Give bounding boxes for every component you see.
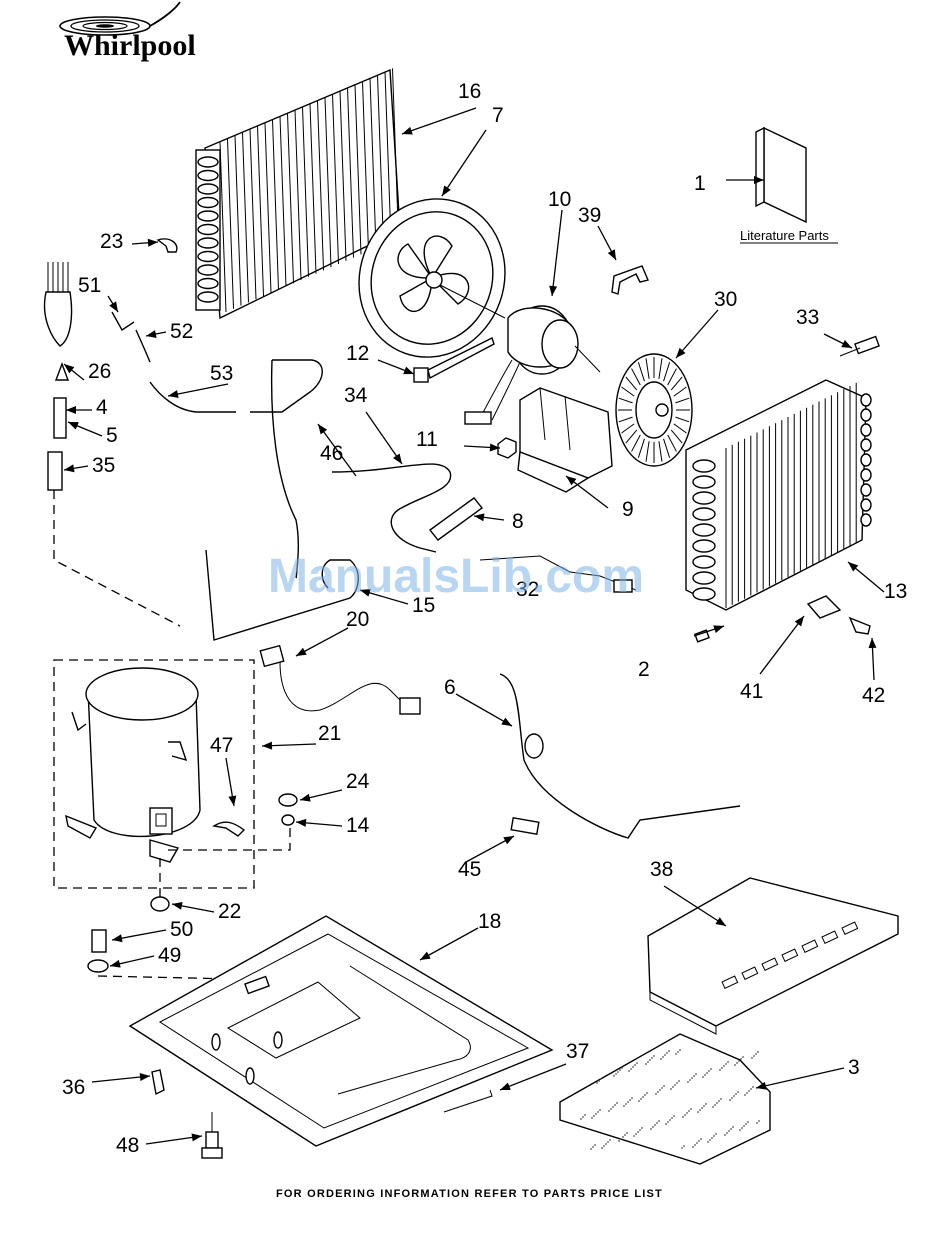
callout-18: 18 [478, 910, 501, 933]
callout-52: 52 [170, 320, 193, 343]
brand-name: Whirlpool [64, 29, 196, 62]
callout-14: 14 [346, 814, 370, 837]
callout-7: 7 [492, 104, 504, 127]
clip-47 [214, 822, 244, 836]
callout-22: 22 [218, 900, 241, 923]
callout-11: 11 [416, 428, 438, 451]
callout-10: 10 [548, 188, 571, 211]
callout-13: 13 [884, 580, 907, 603]
callout-21: 21 [318, 722, 341, 745]
clip-small [158, 239, 177, 252]
bracket-37 [444, 1090, 492, 1112]
connector [48, 452, 62, 490]
callout-47: 47 [210, 734, 233, 757]
motor-mount [518, 388, 612, 492]
callout-46: 46 [320, 442, 343, 465]
callout-41: 41 [740, 680, 763, 703]
callout-9: 9 [622, 498, 634, 521]
grommet-24 [279, 794, 297, 806]
callout-36: 36 [62, 1076, 85, 1099]
callout-20: 20 [346, 608, 369, 631]
evaporator-coil [686, 380, 871, 610]
bracket-41 [808, 596, 840, 618]
tube-51 [112, 312, 134, 330]
callout-38: 38 [650, 858, 673, 881]
callout-26: 26 [88, 360, 111, 383]
compressor [66, 668, 200, 862]
callout-2: 2 [638, 658, 650, 681]
washer-49 [88, 960, 108, 972]
hex-nut [498, 438, 516, 458]
callout-30: 30 [714, 288, 737, 311]
wire-harness [45, 262, 72, 346]
callout-3: 3 [848, 1056, 860, 1079]
callout-49: 49 [158, 944, 181, 967]
callout-33: 33 [796, 306, 819, 329]
grommet-22 [151, 897, 169, 911]
base-pan [130, 916, 552, 1146]
insulation-tube [430, 498, 482, 540]
suction-tube [332, 464, 451, 552]
ordering-footer: FOR ORDERING INFORMATION REFER TO PARTS … [276, 1188, 663, 1200]
callout-35: 35 [92, 454, 115, 477]
literature-parts-booklet [726, 128, 806, 222]
control-bracket [648, 878, 898, 1034]
discharge-tube [250, 360, 322, 580]
grommet-14 [282, 815, 294, 825]
callout-5: 5 [106, 424, 118, 447]
callout-6: 6 [444, 676, 456, 699]
callout-42: 42 [862, 684, 885, 707]
sleeve [54, 398, 66, 438]
callout-12: 12 [346, 342, 369, 365]
overload-protector [260, 646, 420, 714]
callout-39: 39 [578, 204, 601, 227]
callout-45: 45 [458, 858, 481, 881]
callout-48: 48 [116, 1134, 139, 1157]
callout-16: 16 [458, 80, 481, 103]
callout-53: 53 [210, 362, 233, 385]
callout-34: 34 [344, 384, 368, 407]
brand-logo: Whirlpool [60, 2, 196, 62]
callout-8: 8 [512, 510, 524, 533]
bracket-42 [850, 618, 870, 634]
callout-50: 50 [170, 918, 193, 941]
clip-36 [152, 1070, 164, 1094]
callout-1: 1 [694, 172, 706, 195]
connection-dash [54, 490, 180, 626]
leveling-screw [202, 1112, 222, 1158]
filter [560, 1034, 770, 1164]
spacer-50 [92, 930, 106, 952]
literature-parts-label: Literature Parts [740, 228, 829, 243]
callout-37: 37 [566, 1040, 589, 1063]
callout-23: 23 [100, 230, 123, 253]
watermark: ManualsLib.com [268, 550, 644, 603]
callout-4: 4 [96, 396, 108, 419]
seal-45 [511, 818, 539, 834]
blower-wheel [616, 354, 692, 466]
tubing-53 [150, 382, 236, 412]
clip [612, 266, 648, 294]
callout-24: 24 [346, 770, 370, 793]
callout-51: 51 [78, 274, 101, 297]
